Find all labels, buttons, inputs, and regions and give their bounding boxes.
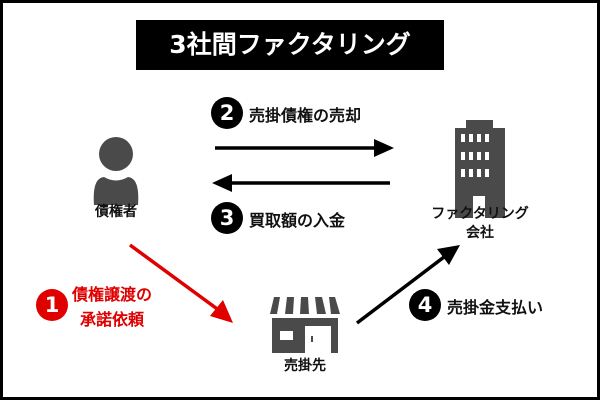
person-icon xyxy=(93,137,139,205)
store-icon xyxy=(270,297,340,353)
arrow-sale xyxy=(215,139,394,157)
step-4-badge: 4 xyxy=(409,289,441,321)
arrow-debtor-payment xyxy=(355,245,460,325)
arrow-payment-to-creditor xyxy=(212,174,390,192)
building-icon xyxy=(455,120,505,218)
step-2-label: 売掛債権の売却 xyxy=(249,106,362,125)
factoring-label-line1: ファクタリング xyxy=(431,206,529,222)
step-3-badge: 3 xyxy=(211,202,243,234)
creditor-label: 債権者 xyxy=(95,204,137,220)
arrow-consent-request xyxy=(128,243,233,323)
diagram-title: 3社間ファクタリング xyxy=(136,20,444,70)
step-1-line2: 承諾依頼 xyxy=(80,310,145,329)
step-3-label: 買取額の入金 xyxy=(249,211,346,230)
step-2-badge: 2 xyxy=(211,97,243,129)
step-1-badge: 1 xyxy=(36,289,68,321)
debtor-label: 売掛先 xyxy=(284,358,326,374)
factoring-label-line2: 会社 xyxy=(466,225,494,241)
step-1-line1: 債権譲渡の xyxy=(72,285,153,304)
step-1-label: 債権譲渡の 承諾依頼 xyxy=(72,282,152,332)
step-4-label: 売掛金支払い xyxy=(447,298,544,317)
factoring-company-label: ファクタリング 会社 xyxy=(420,205,540,243)
